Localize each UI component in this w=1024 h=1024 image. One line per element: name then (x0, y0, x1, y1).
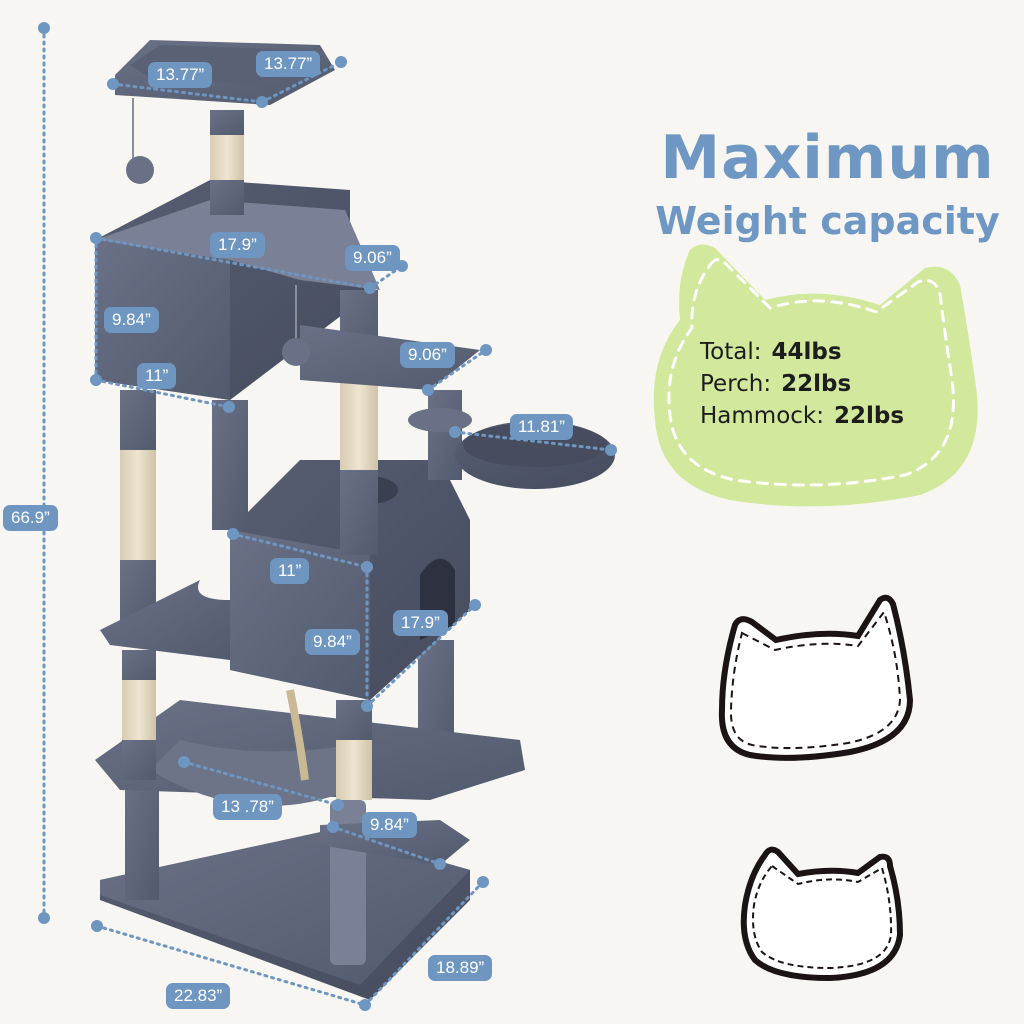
dim-lower-step-depth: 9.84” (362, 812, 417, 838)
dim-top-perch-width: 13.77” (148, 62, 213, 88)
base-board (100, 830, 470, 1000)
dim-base-depth: 18.89” (428, 955, 493, 981)
capacity-value: 22lbs (781, 371, 852, 397)
dim-upper-platform-width: 17.9” (210, 232, 265, 258)
dim-lower-condo-height: 9.84” (305, 629, 360, 655)
capacity-value: 22lbs (833, 403, 905, 429)
headline: Maximum Weight capacity (655, 122, 1000, 244)
capacity-perch: Perch: 22lbs (700, 368, 904, 400)
capacity-list: Total: 44lbs Perch: 22lbs Hammock: 22lbs (700, 336, 904, 432)
cat-head-outline-icon-small (740, 846, 904, 982)
headline-title: Maximum (660, 123, 995, 193)
dim-upper-platform-depth: 9.06” (345, 245, 400, 271)
dim-base-width: 22.83” (166, 983, 231, 1009)
dim-basket-diameter: 11.81” (510, 414, 573, 440)
capacity-hammock: Hammock: 22lbs (700, 400, 904, 432)
dim-side-step-depth: 9.06” (400, 342, 455, 368)
cat-head-badge-icon (653, 244, 978, 507)
dim-upper-condo-height: 9.84” (104, 307, 159, 333)
dim-hammock-width: 13 .78” (213, 794, 282, 820)
cat-head-outline-icon-large (718, 594, 914, 761)
capacity-label: Hammock: (700, 403, 824, 429)
capacity-value: 44lbs (771, 339, 842, 365)
headline-subtitle: Weight capacity (655, 199, 1000, 243)
dim-upper-condo-width: 11” (137, 363, 177, 389)
capacity-label: Perch: (700, 371, 772, 397)
dim-lower-condo-width: 11” (270, 558, 310, 584)
dim-total-height: 66.9” (3, 505, 58, 531)
capacity-label: Total: (700, 339, 762, 365)
capacity-total: Total: 44lbs (700, 336, 904, 368)
dim-top-perch-depth: 13.77” (256, 51, 321, 77)
dim-lower-condo-depth: 17.9” (393, 610, 448, 636)
